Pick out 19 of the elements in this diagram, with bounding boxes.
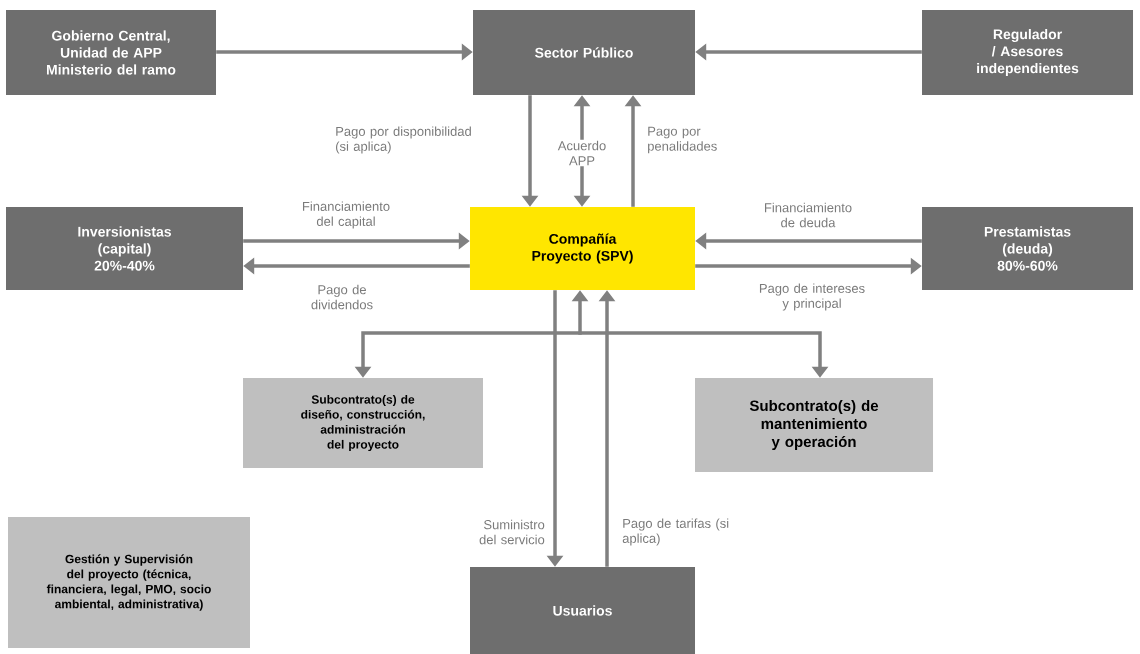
edge-label: Pago por penalidades xyxy=(648,126,717,154)
party-box: Regulador / Asesores independientes xyxy=(922,10,1133,95)
edge-label: Acuerdo APP xyxy=(551,139,613,167)
subcontract-box: Subcontrato(s) de diseño, construcción, administración del proyecto xyxy=(243,378,483,468)
party-box: Gobierno Central, Unidad de APP Ministerio del ramo xyxy=(6,10,216,95)
company-box: Compañía Proyecto (SPV) xyxy=(470,207,695,290)
edge-label: Pago de dividendos xyxy=(311,284,373,310)
party-box: Inversionistas (capital) 20%-40% xyxy=(6,207,243,290)
edge-label: Pago de intereses y principal xyxy=(759,283,865,311)
edge-label: Pago por disponibilidad (si aplica) xyxy=(336,126,471,154)
edge-label: Pago de tarifas (si aplica) xyxy=(622,518,729,546)
edge-label: Financiamiento de deuda xyxy=(765,202,852,228)
edge-label: Financiamiento del capital xyxy=(303,201,390,229)
party-box: Prestamistas (deuda) 80%-60% xyxy=(922,207,1133,290)
edge-label: Suministro del servicio xyxy=(479,519,545,545)
party-box: Usuarios xyxy=(470,567,695,654)
party-box: Sector Público xyxy=(473,10,695,95)
subcontract-box: Gestión y Supervisión del proyecto (técnica, financiera, legal, PMO, socio ambiental, administrativa) xyxy=(8,517,250,648)
subcontract-box: Subcontrato(s) de mantenimiento y operación xyxy=(695,378,933,472)
